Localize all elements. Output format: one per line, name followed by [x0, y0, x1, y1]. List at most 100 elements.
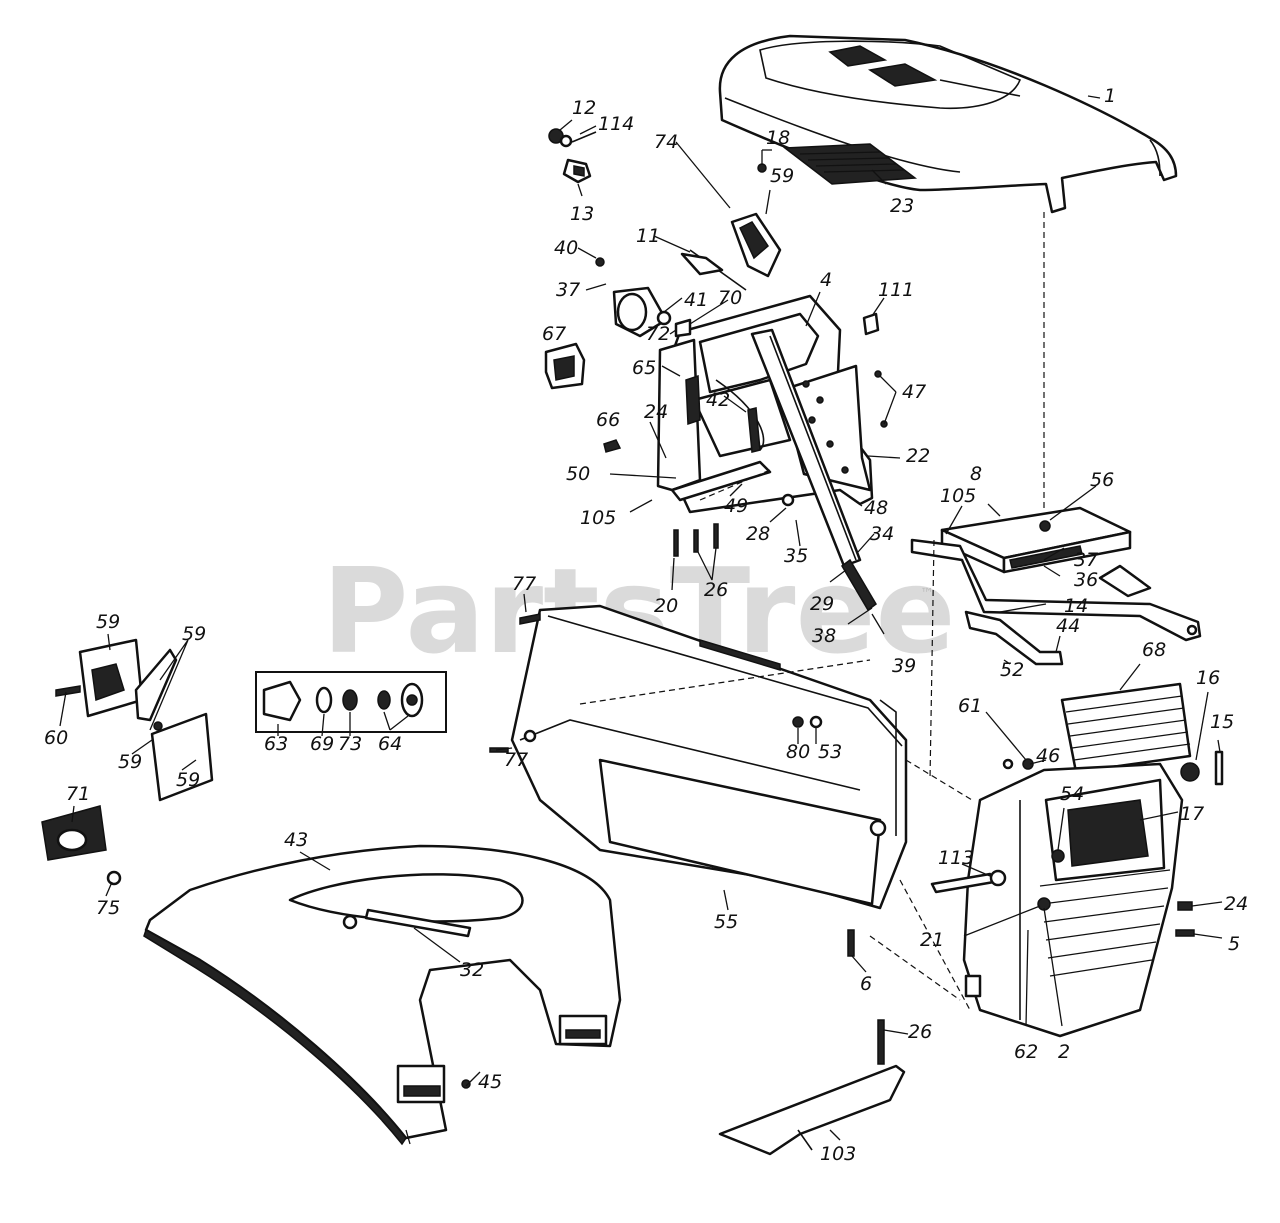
watermark-trademark: ™: [920, 586, 934, 602]
callout-67: 67: [542, 323, 566, 345]
nut-80: [792, 716, 804, 728]
callout-71: 71: [66, 783, 90, 805]
callout-53: 53: [818, 741, 842, 763]
callout-111: 111: [878, 279, 914, 301]
dash-side-panel: [656, 338, 772, 502]
part-67: [544, 342, 586, 390]
callout-16: 16: [1196, 667, 1220, 689]
steering-column: [750, 328, 877, 612]
part-111: [862, 312, 880, 336]
callout-18: 18: [766, 127, 790, 149]
callout-43: 43: [284, 829, 308, 851]
callout-105-right: 105: [940, 485, 976, 507]
callout-28: 28: [746, 523, 770, 545]
callout-13: 13: [570, 203, 594, 225]
callout-20: 20: [654, 595, 678, 617]
callout-45: 45: [478, 1071, 502, 1093]
callout-4: 4: [820, 269, 832, 291]
callout-2: 2: [1058, 1041, 1070, 1063]
callout-60: 60: [44, 727, 68, 749]
callout-49: 49: [724, 495, 748, 517]
callout-37-left: 37: [556, 279, 580, 301]
callout-29: 29: [810, 593, 834, 615]
callout-73: 73: [338, 733, 362, 755]
callout-64: 64: [378, 733, 402, 755]
callout-34: 34: [870, 523, 894, 545]
callout-1: 1: [1104, 85, 1116, 107]
washer-53: [809, 715, 823, 729]
screw-18: [757, 163, 767, 173]
knob-parts-12-13: [548, 128, 597, 184]
callout-72: 72: [646, 323, 670, 345]
callout-68: 68: [1142, 639, 1166, 661]
hood-screen: [782, 143, 918, 185]
callout-80: 80: [786, 741, 810, 763]
callout-59-left-d: 59: [176, 769, 200, 791]
callout-22: 22: [906, 445, 930, 467]
callout-32: 32: [460, 959, 484, 981]
callout-26-bottom: 26: [908, 1021, 932, 1043]
callout-54: 54: [1060, 783, 1084, 805]
callout-38: 38: [812, 625, 836, 647]
callout-14: 14: [1064, 595, 1088, 617]
callout-65: 65: [632, 357, 656, 379]
callout-26-mid: 26: [704, 579, 728, 601]
callout-47: 47: [902, 381, 926, 403]
callout-11: 11: [636, 225, 660, 247]
callout-70: 70: [718, 287, 742, 309]
callout-114: 114: [598, 113, 634, 135]
callout-105-left: 105: [580, 507, 616, 529]
callout-41: 41: [684, 289, 708, 311]
inset-box-parts: [255, 671, 447, 733]
part-71: [41, 805, 107, 861]
ignition-switch: [595, 257, 692, 338]
washer-75: [106, 870, 122, 886]
callout-46: 46: [1036, 745, 1060, 767]
callout-66: 66: [596, 409, 620, 431]
hood-top: [718, 34, 1178, 214]
callout-62: 62: [1014, 1041, 1038, 1063]
callout-39: 39: [892, 655, 916, 677]
callout-17: 17: [1180, 803, 1204, 825]
rod-42: [747, 407, 761, 453]
switch-assembly-59: [680, 212, 782, 291]
callout-59-left-a: 59: [96, 611, 120, 633]
part-66: [603, 439, 622, 453]
callout-113: 113: [938, 847, 974, 869]
callout-59-left-c: 59: [118, 751, 142, 773]
callout-77-bottom: 77: [504, 749, 528, 771]
dash-cover-55: [510, 604, 908, 910]
callout-56: 56: [1090, 469, 1114, 491]
callout-12: 12: [572, 97, 596, 119]
callout-69: 69: [310, 733, 334, 755]
callout-59-left-b: 59: [182, 623, 206, 645]
callout-labels: 1 18 23 12 114 13 74 59 11 40 37 41 70 7…: [44, 85, 1248, 1165]
callout-77-top: 77: [512, 573, 536, 595]
grille-insert-68: [1060, 682, 1192, 774]
callout-24-right: 24: [1224, 893, 1248, 915]
callout-35: 35: [784, 545, 808, 567]
callout-50: 50: [566, 463, 590, 485]
callout-59-top: 59: [770, 165, 794, 187]
callout-37-right: 37: [1074, 549, 1098, 571]
callout-75: 75: [96, 897, 120, 919]
callout-21: 21: [920, 929, 944, 951]
callout-5: 5: [1228, 933, 1240, 955]
callout-8: 8: [970, 463, 982, 485]
callout-74: 74: [654, 131, 678, 153]
leader-lines: [59, 95, 1223, 1145]
callout-24-left: 24: [644, 401, 668, 423]
knob-16: [1180, 762, 1200, 782]
callout-44: 44: [1056, 615, 1080, 637]
callout-15: 15: [1210, 711, 1234, 733]
callout-40: 40: [554, 237, 578, 259]
bolt-15: [1214, 750, 1224, 786]
left-switch-assembly: [55, 638, 214, 802]
callout-23: 23: [890, 195, 914, 217]
callout-36: 36: [1074, 569, 1098, 591]
callout-63: 63: [264, 733, 288, 755]
callout-52: 52: [1000, 659, 1024, 681]
callout-61: 61: [958, 695, 982, 717]
callout-103: 103: [820, 1143, 856, 1165]
